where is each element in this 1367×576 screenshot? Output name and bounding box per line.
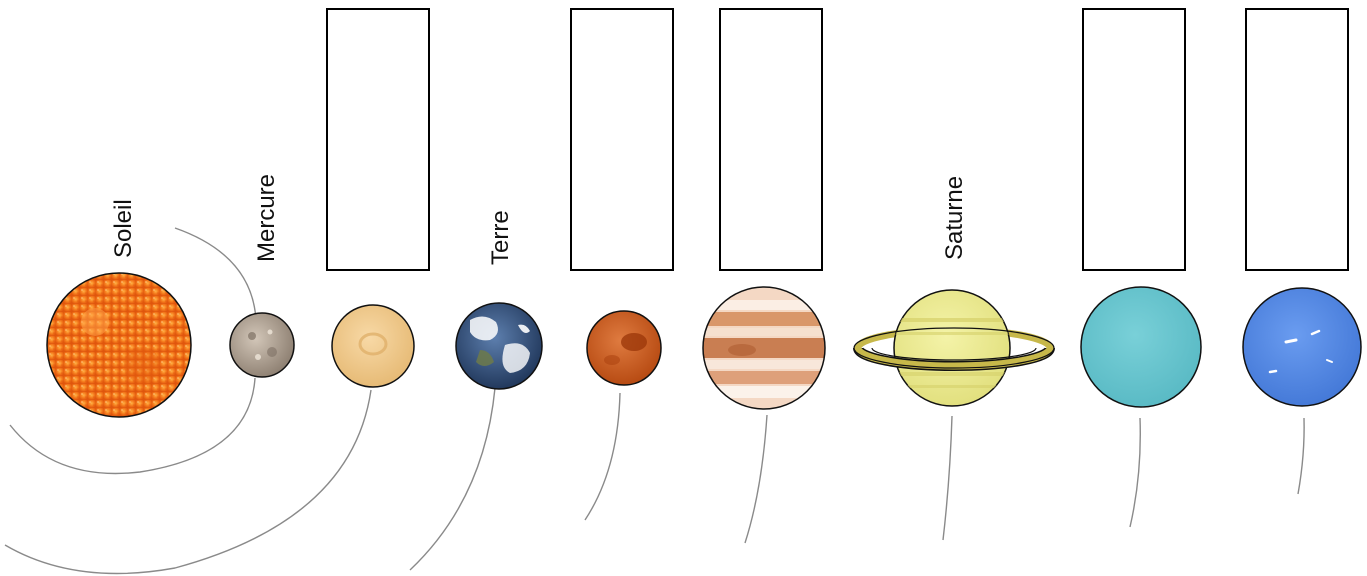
orbit-arc-earth: [410, 388, 495, 570]
orbit-arc-neptune: [1298, 418, 1304, 494]
answer-box-jupiter[interactable]: [720, 9, 822, 270]
orbit-arc-sun-top: [175, 228, 256, 320]
orbit-arc-saturn: [943, 416, 952, 540]
jupiter: [700, 287, 830, 409]
answer-box-uranus[interactable]: [1083, 9, 1185, 270]
orbit-arc-jupiter: [745, 415, 767, 543]
earth: [456, 303, 542, 389]
orbit-arc-mars: [585, 393, 620, 520]
uranus: [1081, 287, 1201, 407]
answer-box-mars[interactable]: [571, 9, 673, 270]
orbit-arc-uranus: [1130, 418, 1140, 527]
orbit-arc-venus: [5, 390, 371, 573]
answer-box-neptune[interactable]: [1246, 9, 1348, 270]
label-saturne: Saturne: [941, 176, 968, 260]
mercury: [230, 313, 294, 377]
mars: [587, 311, 661, 385]
answer-box-venus[interactable]: [327, 9, 429, 270]
label-soleil: Soleil: [110, 199, 137, 258]
orbit-lines: [5, 228, 1304, 573]
neptune: [1243, 288, 1361, 406]
label-mercure: Mercure: [253, 174, 280, 262]
label-terre: Terre: [487, 210, 514, 265]
saturn: [854, 290, 1054, 406]
venus: [332, 305, 414, 387]
sun: [47, 273, 191, 417]
